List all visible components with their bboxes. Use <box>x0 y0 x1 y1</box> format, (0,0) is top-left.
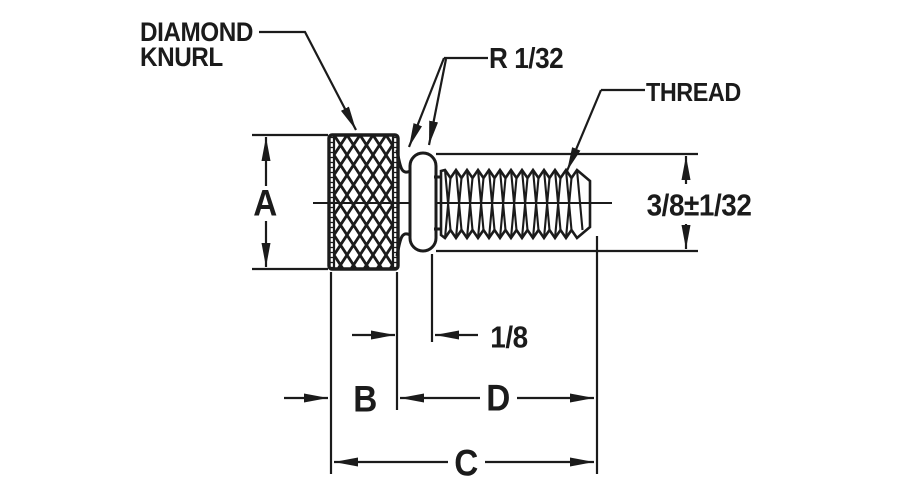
thread-length-dimension-text: D <box>486 377 510 419</box>
diamond-knurl-line2: KNURL <box>140 42 223 72</box>
knurl-left-edge-strip <box>329 135 334 269</box>
leader-diamond-knurl <box>259 30 357 131</box>
head-height-dimension-text: A <box>253 182 277 224</box>
leader-lines <box>259 30 645 172</box>
collar <box>408 151 438 253</box>
screw-body <box>313 133 612 271</box>
diameter-dimension-text: 3/8±1/32 <box>646 187 752 223</box>
thread-flank-lines <box>443 169 584 239</box>
knurled-head <box>327 133 400 271</box>
leader-radius <box>407 56 488 148</box>
overall-length-dimension-text: C <box>454 442 478 484</box>
dimension-lines <box>261 137 691 467</box>
head-outline <box>327 133 400 271</box>
diamond-knurl-callout: DIAMOND KNURL <box>140 17 253 72</box>
thread <box>439 167 592 241</box>
diamond-knurl-line1: DIAMOND <box>140 17 253 47</box>
head-width-dimension-text: B <box>353 378 377 420</box>
knurl-crosshatch-field <box>334 135 393 269</box>
neck-length-dimension-text: 1/8 <box>490 319 528 355</box>
leader-thread <box>565 88 645 172</box>
extension-lines <box>252 133 698 474</box>
radius-callout: R 1/32 <box>489 43 564 75</box>
thread-callout: THREAD <box>646 77 741 107</box>
knurl-right-edge-strip <box>393 135 398 269</box>
